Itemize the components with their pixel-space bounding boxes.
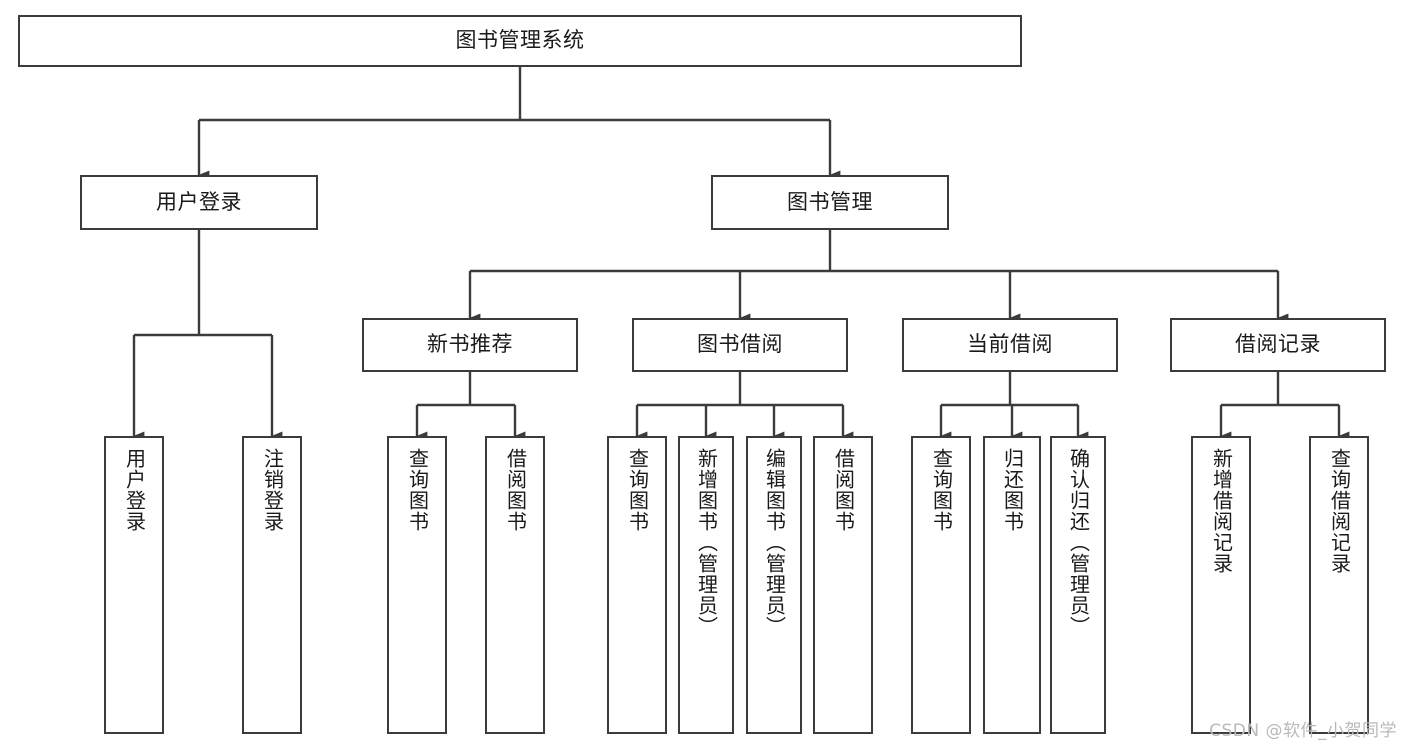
node-current-borrow-label: 当前借阅 bbox=[967, 332, 1053, 357]
node-leaf-return-book[interactable]: 归还图书 bbox=[983, 436, 1041, 734]
node-leaf-query-book-borrow-label: 查询图书 bbox=[625, 448, 650, 532]
node-book-borrow-label: 图书借阅 bbox=[697, 332, 783, 357]
node-leaf-add-book-admin-label: 新增图书（管理员） bbox=[694, 448, 719, 637]
node-leaf-return-book-label: 归还图书 bbox=[1000, 448, 1025, 532]
node-leaf-query-book-rec[interactable]: 查询图书 bbox=[387, 436, 447, 734]
node-user-login-label: 用户登录 bbox=[156, 189, 242, 214]
node-leaf-borrow-book-rec-label: 借阅图书 bbox=[503, 448, 528, 532]
node-leaf-query-book-current[interactable]: 查询图书 bbox=[911, 436, 971, 734]
node-leaf-query-book-rec-label: 查询图书 bbox=[405, 448, 430, 532]
node-new-book-recommend-label: 新书推荐 bbox=[427, 332, 513, 357]
node-leaf-edit-book-admin-label: 编辑图书（管理员） bbox=[762, 448, 787, 637]
node-leaf-logout-login-label: 注销登录 bbox=[260, 448, 285, 532]
node-root[interactable]: 图书管理系统 bbox=[18, 15, 1022, 67]
node-leaf-borrow-book-rec[interactable]: 借阅图书 bbox=[485, 436, 545, 734]
node-root-label: 图书管理系统 bbox=[455, 28, 585, 53]
node-leaf-borrow-book[interactable]: 借阅图书 bbox=[813, 436, 873, 734]
node-leaf-user-login-label: 用户登录 bbox=[122, 448, 147, 532]
node-leaf-add-book-admin[interactable]: 新增图书（管理员） bbox=[678, 436, 734, 734]
node-leaf-user-login[interactable]: 用户登录 bbox=[104, 436, 164, 734]
node-leaf-add-borrow-record[interactable]: 新增借阅记录 bbox=[1191, 436, 1251, 734]
node-borrow-record[interactable]: 借阅记录 bbox=[1170, 318, 1386, 372]
node-user-login[interactable]: 用户登录 bbox=[80, 175, 318, 230]
node-leaf-query-borrow-record-label: 查询借阅记录 bbox=[1327, 448, 1352, 574]
node-current-borrow[interactable]: 当前借阅 bbox=[902, 318, 1118, 372]
node-book-management[interactable]: 图书管理 bbox=[711, 175, 949, 230]
node-leaf-edit-book-admin[interactable]: 编辑图书（管理员） bbox=[746, 436, 802, 734]
node-leaf-add-borrow-record-label: 新增借阅记录 bbox=[1209, 448, 1234, 574]
node-leaf-confirm-return-admin[interactable]: 确认归还（管理员） bbox=[1050, 436, 1106, 734]
node-leaf-borrow-book-label: 借阅图书 bbox=[831, 448, 856, 532]
node-leaf-query-book-borrow[interactable]: 查询图书 bbox=[607, 436, 667, 734]
node-book-management-label: 图书管理 bbox=[787, 189, 873, 214]
csdn-watermark: CSDN @软件_小贺同学 bbox=[1209, 721, 1397, 741]
node-leaf-confirm-return-admin-label: 确认归还（管理员） bbox=[1066, 448, 1091, 637]
node-book-borrow[interactable]: 图书借阅 bbox=[632, 318, 848, 372]
node-leaf-query-book-current-label: 查询图书 bbox=[929, 448, 954, 532]
node-new-book-recommend[interactable]: 新书推荐 bbox=[362, 318, 578, 372]
node-leaf-query-borrow-record[interactable]: 查询借阅记录 bbox=[1309, 436, 1369, 734]
node-borrow-record-label: 借阅记录 bbox=[1235, 332, 1321, 357]
node-leaf-logout-login[interactable]: 注销登录 bbox=[242, 436, 302, 734]
